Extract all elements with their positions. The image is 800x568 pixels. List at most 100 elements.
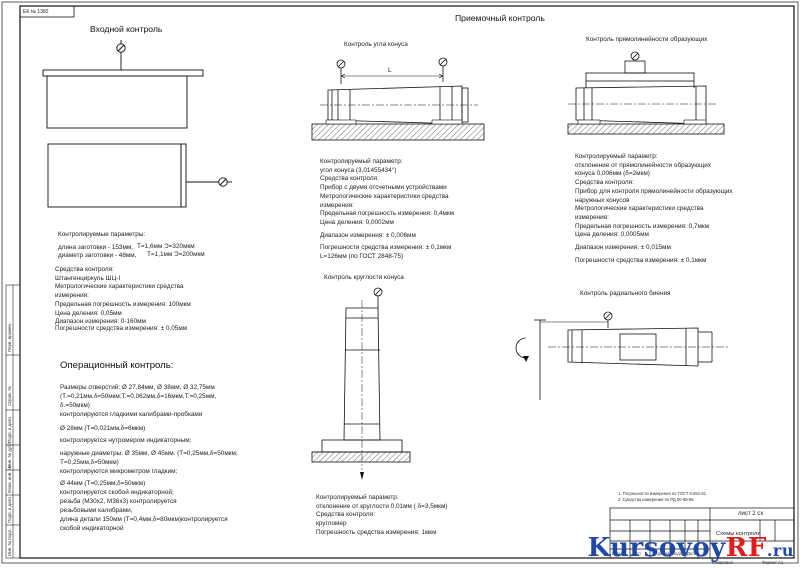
straightness-line: Метрологические характеристики средства (575, 205, 704, 213)
incoming-tol-2: Т=1,1мм Ͽ=200мкм (147, 251, 205, 258)
operational-line: Ø 44мм (Т=0,25мм,δ=50мкм) (60, 479, 146, 487)
operational-line: (Т.=0,21мм,δ=50мкм;Т.=0,062мм,δ=16мкм,Т.… (60, 393, 217, 401)
tb-col-5: Дата (687, 551, 697, 556)
incoming-line: Цена деления: 0,05мм (55, 309, 122, 317)
roundness-line: Контролируемый параметр: (316, 494, 399, 501)
cone-angle-line: Метрологические характеристики средства (320, 192, 449, 200)
straightness-line: измерения: (575, 213, 609, 221)
incoming-error: Погрешности средства измерения: ± 0,05мм (55, 325, 188, 332)
cone-angle-caption: Контроль угла конуса (344, 41, 408, 48)
sheet-label: лист 2 сх (738, 511, 764, 517)
tb-col-1: Изм (612, 551, 620, 556)
incoming-diameter: диаметр заготовки - 48мм, (58, 252, 137, 259)
straightness-line: Диапазон измерения: ± 0,015мм (575, 244, 671, 252)
title-block (609, 507, 795, 559)
cone-angle-line: Средства контроля: (320, 175, 379, 183)
watermark-part-3: .ru (766, 541, 794, 560)
rotation-arrow (360, 472, 364, 480)
incoming-sketch-bottom (47, 143, 232, 208)
operational-line: контролируется нутромером индикаторным; (60, 437, 192, 445)
cone-angle-line: Контролируемый параметр: (320, 158, 403, 165)
straightness-line: Цена деления: 0,0005мм (575, 231, 649, 239)
incoming-line: Средства контроля: (55, 266, 114, 273)
copied-label: Копировал (712, 560, 733, 565)
incoming-line: Предельная погрешность измерения: 100мкм (55, 300, 191, 308)
incoming-line: Диапазон измерения: 0-160мм (55, 318, 146, 326)
straightness-line: Погрешности средства измерения: ± 0,1мкм (575, 256, 707, 264)
operational-line: скобой индикаторной (60, 525, 124, 533)
drawing-name: Схемы контроля (716, 531, 761, 537)
format-label: Формат А1 (762, 560, 784, 565)
incoming-line: Штангенциркуль ШЦ-I (55, 274, 121, 282)
left-strip-label-3: Подп. и дата (7, 417, 12, 443)
cone-angle-line: измерения: (320, 201, 354, 209)
stamp-box (19, 5, 75, 18)
left-strip-label-6: Подп. и дата (7, 497, 12, 523)
cone-angle-line: L=126мм (по ГОСТ 2848-75) (320, 253, 404, 261)
roundness-caption: Контроль круглости конуса (324, 274, 404, 281)
watermark-logo: KursovoyRF.ru (588, 533, 794, 563)
roundness-base (311, 451, 411, 463)
roundness-lines: Контролируемый параметр: отклонение от к… (316, 494, 447, 538)
left-strip-label-1: Перв. примен. (7, 322, 12, 352)
roundness-line: Погрешность средства измерения: 1мкм (316, 528, 437, 536)
operational-title: Операционный контроль: (60, 360, 174, 371)
tb-col-4: Подп. (672, 551, 684, 556)
cone-angle-line: Диапазон измерения: ± 0,006мм (320, 231, 416, 239)
straightness-lines: Контролируемый параметр: отклонение от п… (575, 153, 733, 265)
incoming-line: измерения: (55, 292, 89, 300)
straightness-line: Прибор для контроля прямолинейности обра… (575, 187, 733, 195)
incoming-line: Метрологические характеристики средства (55, 283, 184, 291)
notes: 1. Погрешности измерения по ГОСТ 8.051-8… (618, 491, 706, 503)
incoming-length: длина заготовки - 153мм, (58, 244, 134, 251)
operational-line: контролируется скобой индикаторной; (60, 488, 174, 496)
tb-col-2: Лист (632, 551, 642, 556)
operational-line: контролируются микрометром гладким; (60, 467, 178, 475)
runout-caption: Контроль радиального биения (580, 290, 671, 297)
straightness-line: Контролируемый параметр: (575, 153, 658, 160)
incoming-params-title: Контролируемые параметры: (58, 231, 146, 238)
straightness-line: конуса 0,006мм (δ=2мкм) (575, 170, 650, 178)
straightness-base (567, 123, 725, 135)
cone-angle-line: Погрешности средства измерения: ± 0,1мкм (320, 244, 452, 252)
note-line: 2. Средства измерения по РД 50-98-86 (618, 497, 694, 502)
inner-frame (19, 5, 795, 559)
straightness-caption: Контроль прямолинейности образующих (586, 36, 708, 43)
runout-sketch (515, 311, 728, 400)
straightness-line: Предельная погрешность измерения: 0,7мкм (575, 222, 710, 230)
operational-line: δ.=50мкм) (60, 402, 90, 410)
operational-line: Т=0,25мм,δ=50мкм) (60, 458, 119, 466)
incoming-sketch-top (42, 40, 204, 129)
acceptance-title: Приемочный контроль (455, 13, 545, 23)
straightness-line: наружных конусов (575, 196, 630, 204)
cone-angle-line: Цена деления: 0,0002мм (320, 218, 394, 226)
straightness-sketch (568, 51, 716, 125)
left-strip-label-5: Взам. инв. № (7, 465, 12, 493)
left-strip-label-7: Инв. № подл. (7, 528, 12, 556)
operational-line: Размеры отверстий: Ø 27,84мм, Ø 38мм, Ø … (60, 384, 215, 391)
note-line: 1. Погрешности измерения по ГОСТ 8.051-8… (618, 491, 707, 496)
operational-line: длина детали 150мм (Т=0,4мм,δ=80мкм)конт… (60, 516, 228, 524)
operational-line: резьбовыми калибрами, (60, 507, 133, 515)
cone-angle-lines: Контролируемый параметр: угол конуса (3,… (320, 158, 454, 262)
roundness-line: кругломер (316, 520, 347, 528)
cone-angle-sketch (320, 57, 478, 125)
operational-lines: Размеры отверстий: Ø 27,84мм, Ø 38мм, Ø … (60, 383, 238, 533)
cone-angle-line: Прибор с двумя отсчетными устройствами (320, 184, 447, 192)
cone-angle-line: угол конуса (3,01455434°) (320, 166, 397, 174)
incoming-title: Входной контроль (90, 24, 163, 34)
left-strip-label-4: Инв. № дубл. (7, 440, 12, 468)
cone-angle-base (311, 123, 485, 141)
cone-angle-L-label: L (388, 67, 392, 74)
left-binding-strip (5, 284, 21, 559)
roundness-sketch (312, 287, 410, 470)
operational-line: Ø 28мм (Т=0,021мм,δ=6мкм) (60, 425, 146, 433)
watermark-part-1: Kursovoy (587, 533, 726, 563)
operational-line: наружные диаметры: Ø 35мм, Ø 45мм. (Т=0,… (60, 449, 238, 457)
roundness-line: Средства контроля: (316, 511, 375, 519)
cone-angle-line: Предельная погрешность измерения: 0,4мкм (320, 210, 455, 218)
incoming-lines: Средства контроля: Штангенциркуль ШЦ-I М… (55, 266, 191, 327)
